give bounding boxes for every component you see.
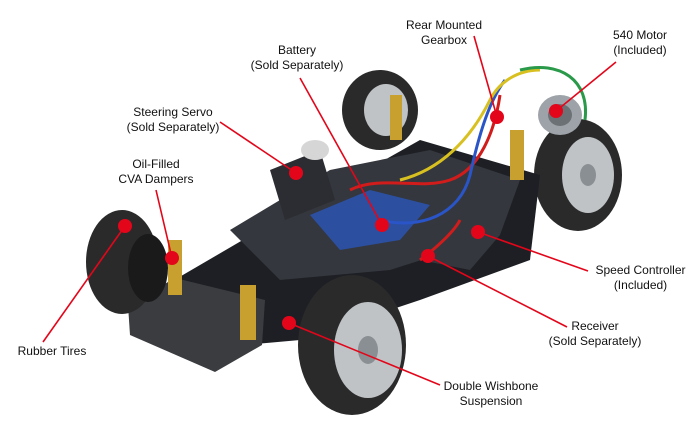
- suspension-callout-line: [288, 322, 441, 386]
- rear-left-wheel: [342, 70, 418, 150]
- rear-gearbox-callout-line: [473, 35, 498, 118]
- rubber-tires-label: Rubber Tires: [17, 344, 87, 358]
- front-left-wheel: [86, 210, 168, 314]
- battery-label: Battery (Sold Separately): [250, 43, 344, 72]
- dampers-label: Oil-Filled CVA Dampers: [118, 157, 194, 186]
- steering-servo-callout-line: [219, 121, 297, 174]
- callout-lines: [42, 35, 617, 386]
- dampers-callout-dot: [165, 251, 179, 265]
- front-right-wheel: [298, 275, 406, 415]
- speed-controller-callout-dot: [471, 225, 485, 239]
- rear-gearbox-label: Rear Mounted Gearbox: [405, 18, 483, 47]
- servo: [270, 140, 335, 220]
- suspension-callout-dot: [282, 316, 296, 330]
- rubber-tires-callout-dot: [118, 219, 132, 233]
- speed-controller-label: Speed Controller (Included): [595, 263, 686, 292]
- callout-dots: [118, 104, 563, 330]
- rear-gearbox-callout-dot: [490, 110, 504, 124]
- receiver-callout-dot: [421, 249, 435, 263]
- receiver-callout-line: [427, 255, 568, 328]
- battery-callout-line: [299, 77, 383, 226]
- suspension-label: Double Wishbone Suspension: [443, 379, 539, 408]
- speed-controller-callout-line: [477, 231, 589, 272]
- steering-servo-callout-dot: [289, 166, 303, 180]
- rear-right-wheel: [534, 119, 622, 231]
- rear-damper: [390, 95, 524, 180]
- motor-callout-dot: [549, 104, 563, 118]
- battery-callout-dot: [375, 218, 389, 232]
- receiver-label: Receiver (Sold Separately): [548, 319, 642, 348]
- front-bumper: [128, 278, 265, 372]
- steering-servo-label: Steering Servo (Sold Separately): [126, 105, 220, 134]
- motor-label: 540 Motor (Included): [612, 28, 668, 57]
- motor-callout-line: [555, 61, 617, 112]
- dampers-callout-line: [155, 189, 173, 259]
- rubber-tires-callout-line: [42, 225, 126, 343]
